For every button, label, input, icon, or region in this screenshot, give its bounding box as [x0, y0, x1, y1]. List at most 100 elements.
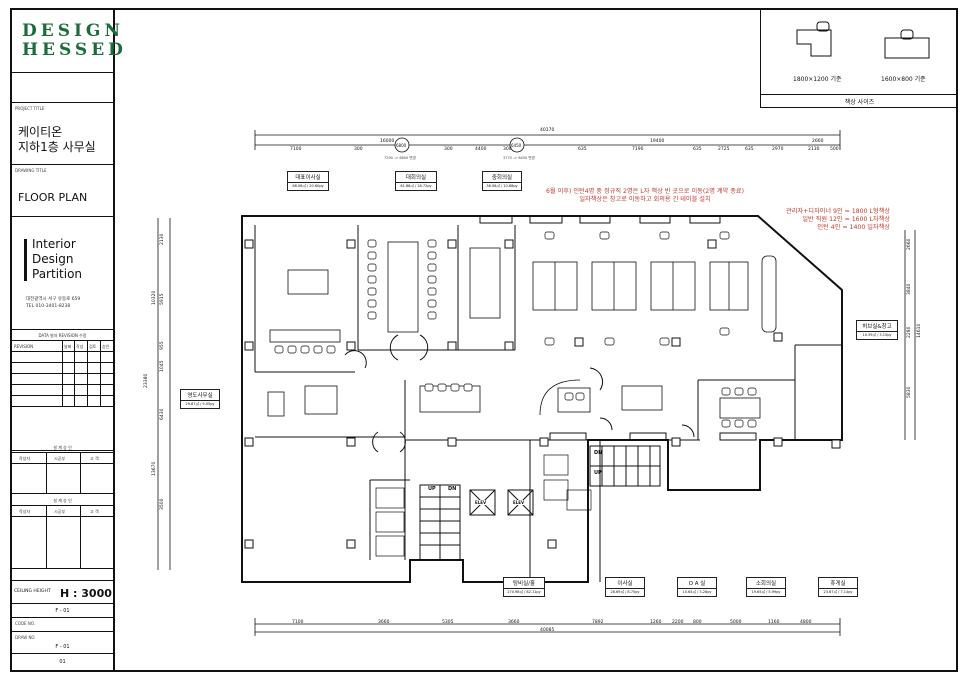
revision-col-label: REVISION — [14, 344, 34, 349]
drawing-title-cell: DRAWING TITLE FLOOR PLAN — [12, 165, 113, 217]
dim-top-15: 500 — [830, 147, 839, 152]
code-no-cell: CODE NO. — [12, 618, 113, 632]
title-block: DESIGN HESSED PROJECT TITLE 케이티온 지하1층 사무… — [12, 10, 127, 670]
revision-col-approve: 승인 — [102, 344, 110, 349]
ceiling-height-cell: CEILING HEIGHT H : 3000 — [12, 580, 113, 604]
room-name: 중회의실 — [483, 172, 521, 183]
dim-bottom-11: 4800 — [800, 620, 812, 625]
room-area: 36.06㎡ / 10.88py — [486, 184, 518, 188]
circle-tag-2: 6450 — [511, 143, 522, 148]
company-logo: DESIGN HESSED — [12, 10, 127, 73]
revision-table: DATA 발자 REVISION 수정 REVISION 날짜 작성 검토 승인 — [12, 330, 113, 451]
page-number: 01 — [59, 659, 66, 665]
stair-up-2: UP — [594, 470, 602, 476]
dim-left-1: 2130 — [160, 233, 165, 245]
circle-note-1: 7290 -> 6800 변경 — [384, 156, 416, 160]
circle-tag-1: 6800 — [396, 143, 407, 148]
approval-1-col-builder: 시공부 — [54, 456, 66, 461]
dim-top-sub-3: 2660 — [812, 139, 824, 144]
desk-size-legend: 1800×1200 기준 1600×800 기준 책상 사이즈 — [760, 10, 958, 108]
drawing-sheet: DESIGN HESSED PROJECT TITLE 케이티온 지하1층 사무… — [10, 8, 958, 672]
dim-left-6: 6430 — [160, 408, 165, 420]
approval-2-col-client: 고 객 — [90, 509, 99, 514]
room-area: 19.65㎡ / 5.99py — [751, 590, 781, 594]
dim-left-5: 1045 — [160, 360, 165, 372]
room-name: 허브실&창고 — [857, 321, 897, 332]
room-area: 10.64㎡ / 3.28py — [682, 590, 712, 594]
dim-right-1: 2660 — [907, 238, 912, 250]
room-name: 이사실 — [606, 578, 644, 589]
note-top-line-2: 일자책상은 창고로 이동하고 회의용 긴 테이블 설치 — [579, 196, 711, 203]
desk-size-caption-l: 1800×1200 기준 — [793, 76, 842, 83]
revision-col-date: 날짜 — [64, 344, 72, 349]
dim-right-4: 14610 — [917, 323, 922, 338]
dim-left-2: 10320 — [152, 290, 157, 305]
dim-top-total: 40170 — [540, 128, 555, 133]
dim-bottom-8: 800 — [693, 620, 702, 625]
revision-header: DATA 발자 REVISION 수정 — [38, 333, 87, 338]
dim-top-8: 635 — [578, 147, 587, 152]
project-title-label: PROJECT TITLE — [15, 106, 45, 111]
dim-bottom-5: 7892 — [592, 620, 604, 625]
dim-top-1: 7100 — [290, 147, 302, 152]
company-tel: TEL 010-3401-8238 — [26, 304, 71, 309]
dim-top-sub-2: 19400 — [650, 139, 665, 144]
elevator-label-2: ELEV — [513, 500, 525, 505]
dim-top-4: 300 — [444, 147, 453, 152]
note-top-line-1: 6월 이후) 인턴4명 중 정규직 2명은 L자 책상 빈 곳으로 이동(2명 … — [545, 188, 745, 195]
desk-size-footer: 책상 사이즈 — [844, 99, 875, 106]
room-area: 270.98㎡ / 82.11py — [507, 590, 541, 594]
dim-left-4: 955 — [160, 341, 165, 350]
dim-top-5: 4400 — [475, 147, 487, 152]
dim-bottom-6: 1260 — [650, 620, 662, 625]
dim-top-2: 300 — [354, 147, 363, 152]
note-right-line-1: 관리자+디자이너 9인 = 1800 L형책상 — [786, 208, 890, 215]
logo-line-1: DESIGN — [22, 21, 124, 41]
code-no-label: CODE NO. — [15, 621, 36, 626]
room-area: 23.67㎡ / 7.14py — [823, 590, 853, 594]
dim-bottom-4: 3660 — [508, 620, 520, 625]
project-title-line-1: 케이티온 — [18, 125, 63, 139]
room-name: 탕비실/홀 — [504, 578, 544, 589]
draw-no-cell: DRAW NO. F - 01 — [12, 632, 113, 654]
revision-col-author: 작성 — [76, 344, 84, 349]
dim-top-9: 7190 — [632, 147, 644, 152]
dim-bottom-total: 40085 — [540, 628, 555, 633]
room-name: 소회의실 — [747, 578, 785, 589]
dim-bottom-7: 2200 — [672, 620, 684, 625]
ceiling-height-value: H : 3000 — [60, 587, 112, 600]
company-line-3: Partition — [32, 267, 83, 281]
approval-1-title: 설 계 승 인 — [53, 445, 72, 450]
dim-right-3: 2280 — [907, 326, 912, 338]
approval-table-2: 설 계 승 인 작성자 시공부 고 객 — [12, 495, 113, 569]
revision-col-review: 검토 — [89, 344, 97, 349]
dim-left-7: 13670 — [152, 461, 157, 476]
room-name: O A 실 — [678, 578, 716, 589]
dim-bottom-9: 5000 — [730, 620, 742, 625]
dim-left-8: 3500 — [160, 498, 165, 510]
dim-left-total: 23380 — [144, 373, 149, 388]
approval-2-title: 설 계 승 인 — [53, 498, 72, 503]
stair-dn-1: DN — [448, 486, 457, 492]
company-line-1: Interior — [32, 237, 76, 251]
dim-top-11: 2725 — [718, 147, 730, 152]
dim-top-10: 635 — [693, 147, 702, 152]
project-title-line-2: 지하1층 사무실 — [18, 140, 96, 154]
approval-2-col-author: 작성자 — [19, 509, 31, 514]
note-right-line-3: 인턴 4인 = 1400 일자책상 — [817, 224, 890, 231]
room-area: 10.39㎡ / 3.15py — [862, 333, 892, 337]
room-name: 영도사무실 — [181, 390, 219, 401]
logo-line-2: HESSED — [22, 40, 127, 60]
dim-top-12: 635 — [745, 147, 754, 152]
dim-bottom-1: 7100 — [292, 620, 304, 625]
company-name: Interior Design Partition — [24, 237, 104, 282]
dim-top-sub-1: 16000 — [380, 139, 395, 144]
desk-size-caption-straight: 1600×800 기준 — [881, 76, 926, 83]
approval-table-1: 설 계 승 인 작성자 시공부 고 객 — [12, 442, 113, 494]
note-right: 관리자+디자이너 9인 = 1800 L형책상 일반 직원 12인 = 1600… — [760, 208, 890, 232]
dim-right-2: 3840 — [907, 283, 912, 295]
